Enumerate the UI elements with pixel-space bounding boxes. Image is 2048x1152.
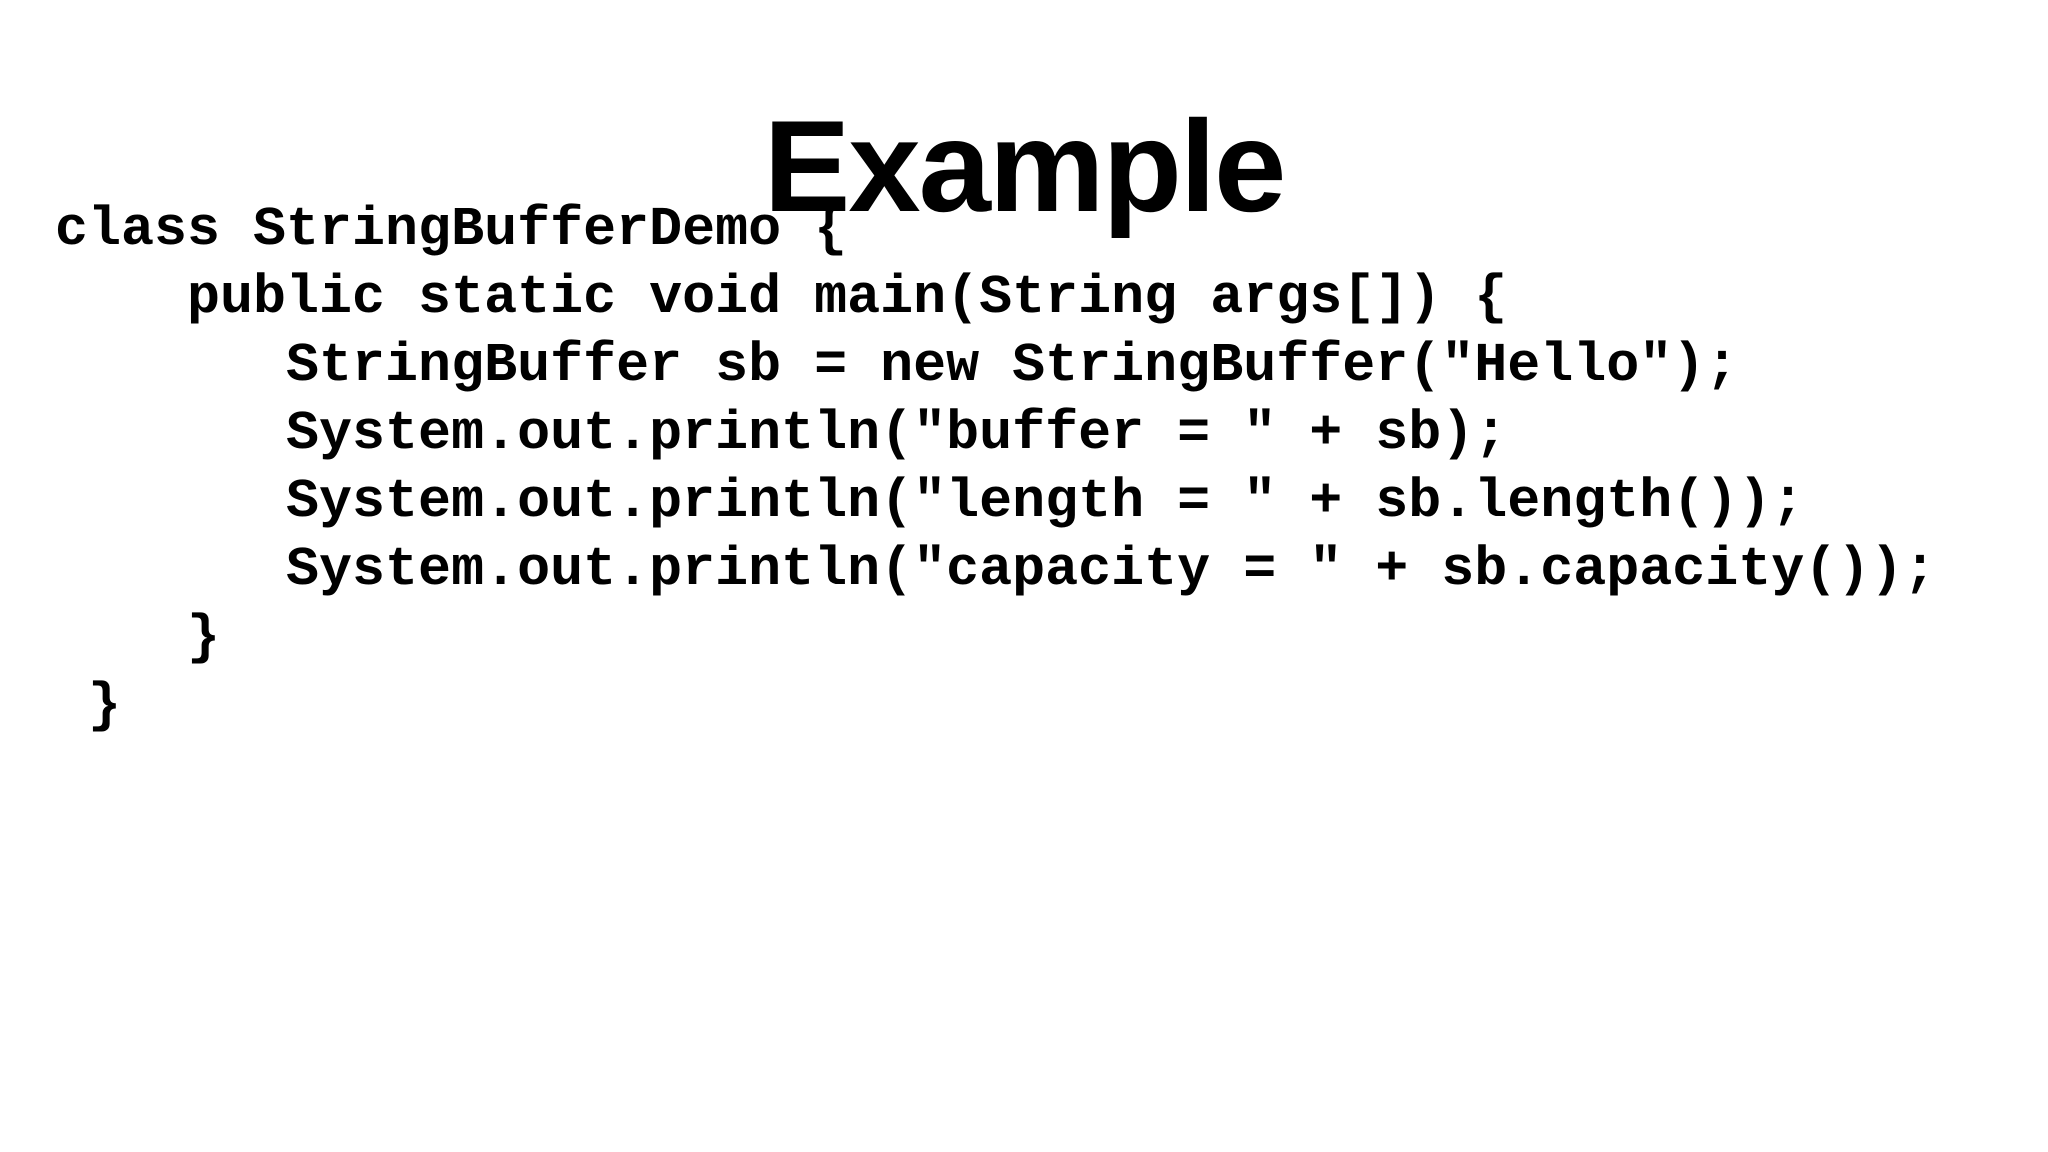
code-line: System.out.println("buffer = " + sb); (55, 402, 1508, 465)
code-line: System.out.println("capacity = " + sb.ca… (55, 538, 1937, 601)
code-line: class StringBufferDemo { (55, 198, 848, 261)
code-line: StringBuffer sb = new StringBuffer("Hell… (55, 334, 1739, 397)
code-line: public static void main(String args[]) { (55, 266, 1508, 329)
code-line: System.out.println("length = " + sb.leng… (55, 470, 1805, 533)
code-line: } (55, 674, 122, 737)
code-block: class StringBufferDemo { public static v… (55, 196, 1936, 740)
slide-title: Example (763, 93, 1287, 240)
code-line: } (55, 606, 221, 669)
